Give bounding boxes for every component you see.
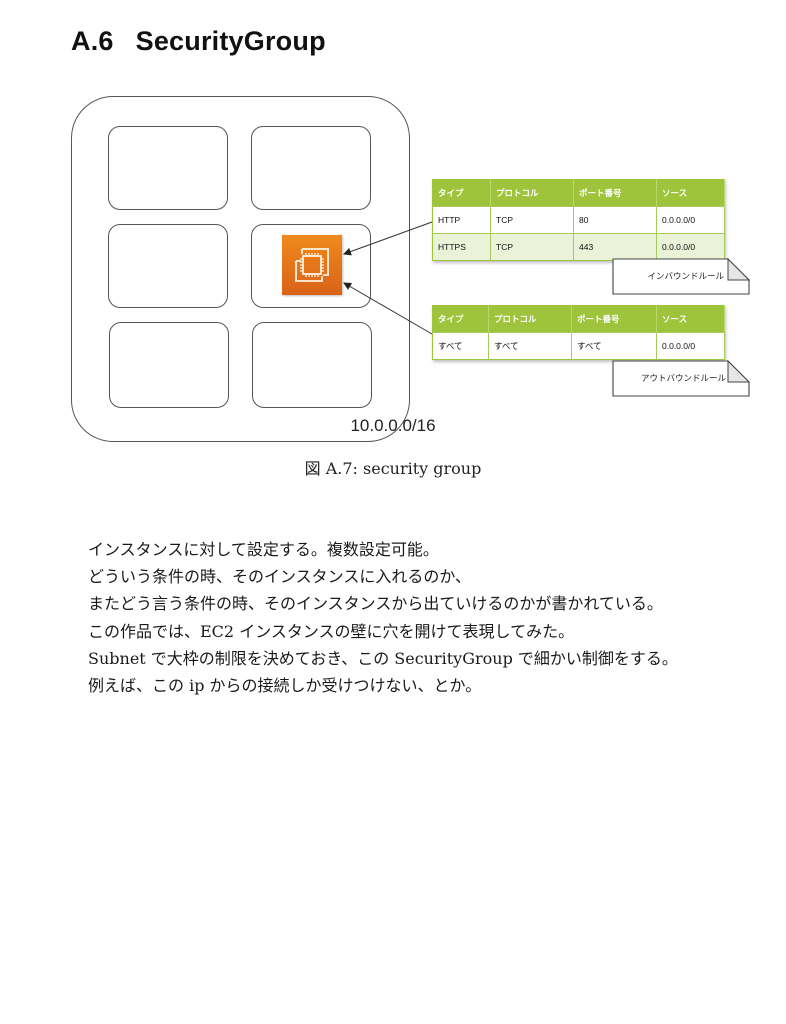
section-heading: A.6 SecurityGroup <box>71 26 326 57</box>
paragraph-line: 例えば、この ip からの接続しか受けつけない、とか。 <box>88 676 482 696</box>
column-header: プロトコル <box>490 179 574 207</box>
column-header: ポート番号 <box>573 179 657 207</box>
column-header: タイプ <box>432 305 489 333</box>
subnet-box <box>108 224 228 308</box>
body-text: インスタンスに対して設定する。複数設定可能。 どういう条件の時、そのインスタンス… <box>88 536 748 699</box>
paragraph-line: この作品では、EC2 インスタンスの壁に穴を開けて表現してみた。 <box>88 621 575 641</box>
subnet-box <box>251 126 371 210</box>
subnet-box <box>109 322 229 408</box>
paragraph-line: どういう条件の時、そのインスタンスに入れるのか、 <box>88 567 472 587</box>
inbound-rules-table: タイプ プロトコル ポート番号 ソース HTTP TCP 80 0.0.0.0/… <box>432 179 725 261</box>
cell-source: 0.0.0.0/0 <box>656 332 725 360</box>
cell-type: すべて <box>432 332 489 360</box>
figure-caption: 図 A.7: security group <box>304 459 482 478</box>
paragraph-line: またどう言う条件の時、そのインスタンスから出ていけるのかが書かれている。 <box>88 594 663 614</box>
column-header: タイプ <box>432 179 491 207</box>
column-header: プロトコル <box>488 305 572 333</box>
paragraph-line: Subnet で大枠の制限を決めておき、この SecurityGroup で細か… <box>88 648 678 668</box>
table-header-row: タイプ プロトコル ポート番号 ソース <box>432 179 725 207</box>
inbound-rule-note: インバウンドルール <box>612 258 751 295</box>
section-number: A.6 <box>71 26 114 56</box>
cell-port: 443 <box>573 233 657 261</box>
vpc-cidr-label: 10.0.0.0/16 <box>350 416 436 435</box>
cell-port: 80 <box>573 206 657 234</box>
subnet-box <box>252 322 372 408</box>
column-header: ポート番号 <box>571 305 657 333</box>
cell-source: 0.0.0.0/0 <box>656 233 725 261</box>
subnet-box <box>108 126 228 210</box>
cell-type: HTTPS <box>432 233 491 261</box>
table-row: HTTPS TCP 443 0.0.0.0/0 <box>432 233 725 261</box>
cell-type: HTTP <box>432 206 491 234</box>
column-header: ソース <box>656 305 725 333</box>
cell-protocol: TCP <box>490 206 574 234</box>
note-label: アウトバウンドルール <box>640 373 726 383</box>
cell-port: すべて <box>571 332 657 360</box>
section-title: SecurityGroup <box>135 26 326 56</box>
paragraph-line: インスタンスに対して設定する。複数設定可能。 <box>88 540 439 559</box>
outbound-rules-table: タイプ プロトコル ポート番号 ソース すべて すべて すべて 0.0.0.0/… <box>432 305 725 360</box>
cell-source: 0.0.0.0/0 <box>656 206 725 234</box>
cell-protocol: TCP <box>490 233 574 261</box>
column-header: ソース <box>656 179 725 207</box>
table-row: すべて すべて すべて 0.0.0.0/0 <box>432 332 725 360</box>
outbound-rule-note: アウトバウンドルール <box>612 360 751 397</box>
table-row: HTTP TCP 80 0.0.0.0/0 <box>432 206 725 234</box>
table-header-row: タイプ プロトコル ポート番号 ソース <box>432 305 725 333</box>
note-label: インバウンドルール <box>647 271 724 281</box>
ec2-instance-icon <box>282 235 342 295</box>
cell-protocol: すべて <box>488 332 572 360</box>
